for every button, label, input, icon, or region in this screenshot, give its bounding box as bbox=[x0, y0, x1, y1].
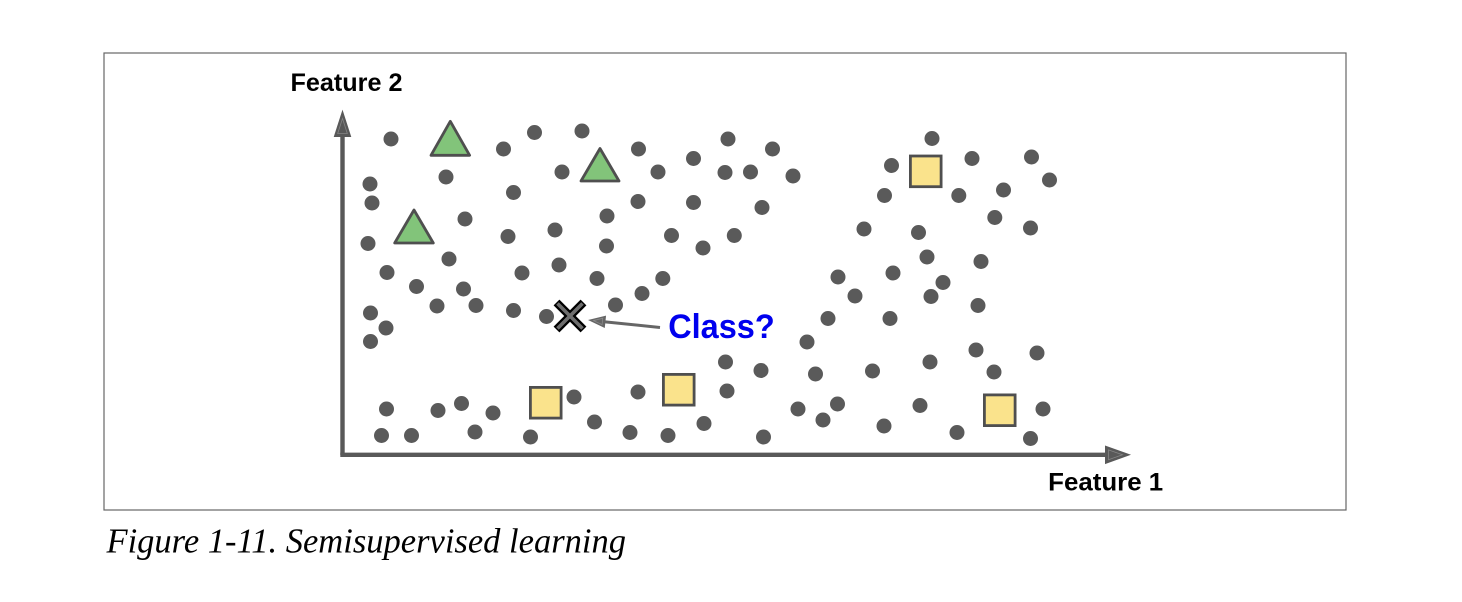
svg-text:Feature 2: Feature 2 bbox=[291, 69, 403, 97]
svg-text:Feature 1: Feature 1 bbox=[1048, 469, 1163, 497]
svg-text:Class?: Class? bbox=[668, 308, 775, 346]
svg-text:Figure 1-11. Semisupervised le: Figure 1-11. Semisupervised learning bbox=[105, 523, 626, 561]
